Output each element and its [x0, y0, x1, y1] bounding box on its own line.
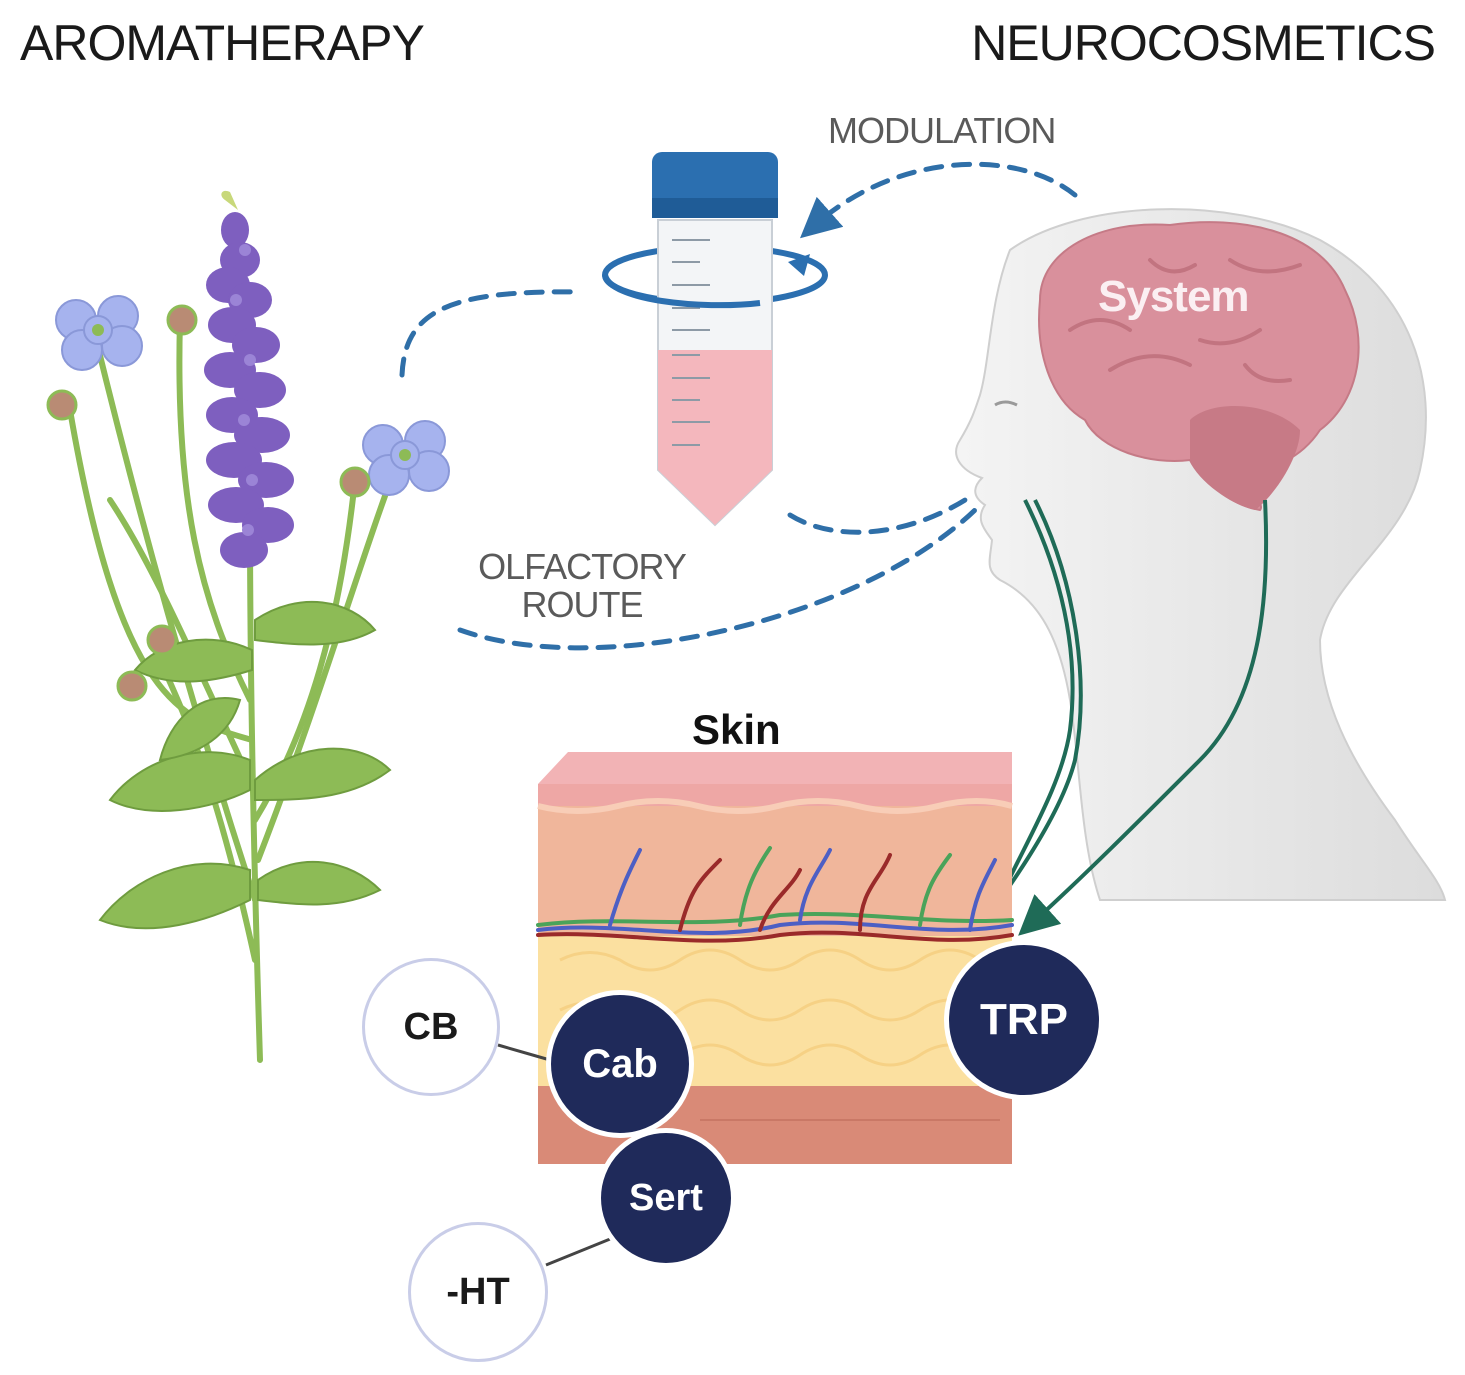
route-plant-to-tube [399, 289, 583, 378]
route-tube-to-nose [787, 497, 968, 535]
olfactory-route-label: OLFACTORY ROUTE [462, 548, 702, 624]
system-label: System [1098, 272, 1250, 321]
olfactory-label-line1: OLFACTORY [478, 546, 687, 587]
olfactory-label-line2: ROUTE [521, 584, 644, 625]
receptor-ht: -HT [408, 1222, 548, 1362]
receptor-trp: TRP [944, 940, 1104, 1100]
modulation-label: MODULATION [828, 110, 1056, 151]
receptor-sert: Sert [596, 1128, 736, 1268]
title-neurocosmetics: NEUROCOSMETICS [971, 15, 1436, 71]
receptor-ht-label: -HT [446, 1270, 510, 1313]
receptor-connectors [497, 1043, 621, 1267]
olfactory-route [457, 507, 978, 651]
skin-label: Skin [692, 706, 781, 753]
receptor-cb-label: CB [403, 1005, 459, 1048]
receptor-trp-label: TRP [980, 995, 1068, 1044]
receptor-cb: CB [362, 958, 500, 1096]
dashed-routes [399, 161, 1078, 651]
brain-icon [1038, 221, 1360, 512]
plant-icon [46, 190, 450, 1063]
title-aromatherapy: AROMATHERAPY [20, 15, 425, 71]
receptor-sert-label: Sert [629, 1176, 703, 1219]
tube-icon [602, 152, 828, 527]
receptor-cab-label: Cab [582, 1041, 658, 1086]
modulation-route [799, 161, 1078, 239]
receptor-cab: Cab [546, 990, 694, 1138]
